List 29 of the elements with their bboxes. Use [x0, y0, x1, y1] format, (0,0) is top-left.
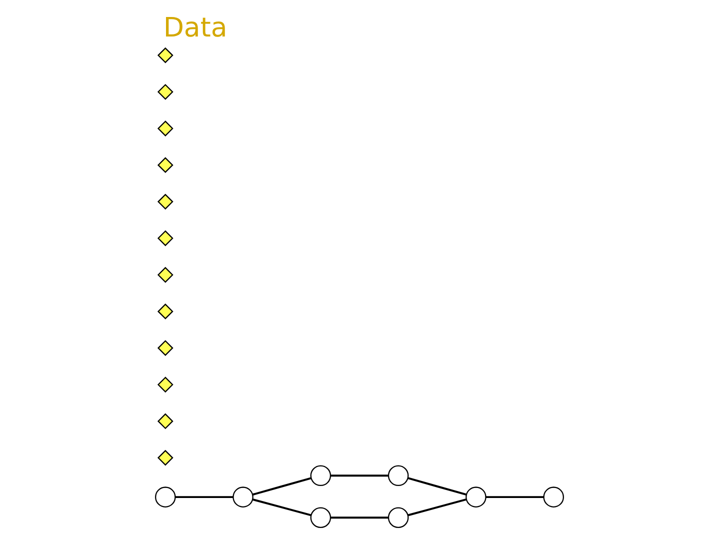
- connector: [408, 498, 466, 516]
- node-diamond: [157, 376, 174, 393]
- node-diamond: [157, 450, 174, 466]
- node-circle: [466, 486, 486, 508]
- node-diamond: [157, 303, 174, 320]
- node-diamond: [157, 194, 174, 210]
- node-circle: [154, 486, 176, 508]
- node-diamond: [157, 157, 174, 174]
- node-diamond: [157, 230, 174, 246]
- connector: [408, 477, 466, 496]
- node-diamond: [157, 340, 174, 356]
- node-circle: [388, 465, 409, 486]
- node-diamond: [157, 413, 174, 430]
- connector: [175, 496, 234, 498]
- connector: [330, 474, 388, 477]
- node-diamond: [157, 120, 174, 136]
- connector: [486, 496, 544, 498]
- connector: [330, 516, 388, 519]
- node-circle: [310, 507, 332, 528]
- node-diamond: [157, 266, 174, 283]
- node-circle: [232, 486, 254, 508]
- diagram-title: Data: [163, 12, 228, 44]
- node-circle: [543, 486, 564, 508]
- connector: [252, 477, 312, 496]
- node-diamond: [157, 47, 174, 64]
- connector: [252, 498, 312, 516]
- node-circle: [310, 465, 332, 486]
- node-diamond: [157, 84, 174, 100]
- node-circle: [388, 507, 409, 528]
